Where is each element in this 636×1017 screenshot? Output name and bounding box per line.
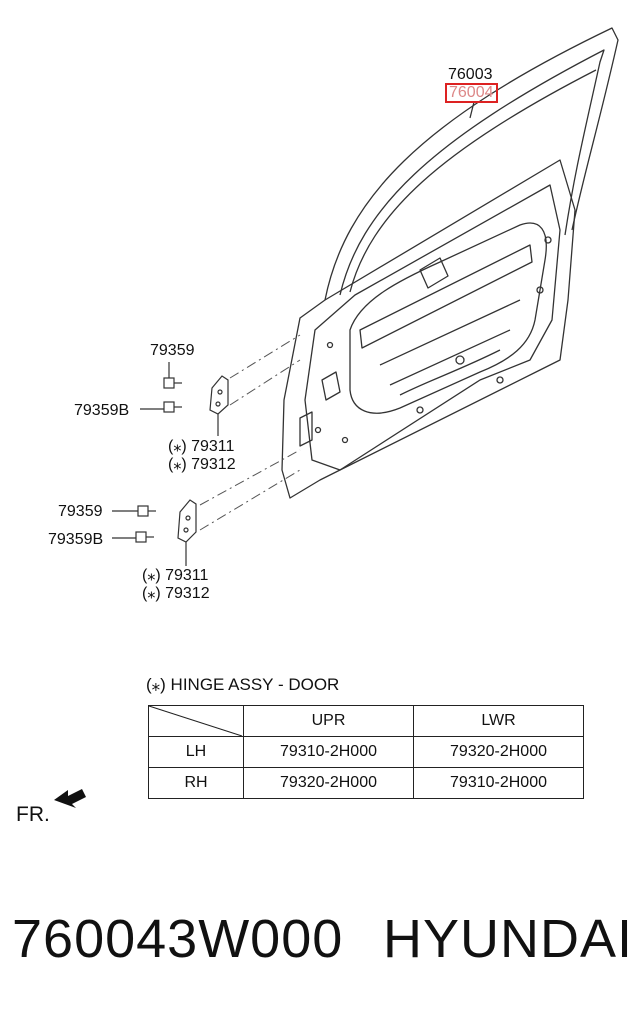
window-frame-outer <box>324 27 619 301</box>
upper-bolt-b <box>163 401 175 413</box>
callout-upper-bolt: 79359 <box>150 342 195 359</box>
lower-hinge <box>177 499 197 543</box>
upper-bolt <box>163 377 175 389</box>
upper-hinge <box>209 375 229 415</box>
brand-name: HYUNDAI <box>383 909 634 969</box>
inner-opening <box>349 222 547 414</box>
part-number: 760043W000 <box>12 909 344 969</box>
cell-rh-lwr: 79310-2H000 <box>413 767 584 799</box>
door-inner-panel <box>304 184 561 471</box>
row-side-lh: LH <box>148 736 244 768</box>
cell-lh-upr: 79310-2H000 <box>243 736 414 768</box>
callout-76004-highlighted: 76004 <box>445 83 498 103</box>
callout-lower-bolt: 79359 <box>58 503 103 520</box>
hinge-assy-table: UPR LWR LH 79310-2H000 79320-2H000 RH 79… <box>148 705 584 799</box>
column-header-lwr: LWR <box>413 705 584 737</box>
callout-lower-hinge-79312: (⁎) 79312 <box>142 585 210 602</box>
callout-upper-hinge-79312: (⁎) 79312 <box>168 456 236 473</box>
callout-lower-bolt-b: 79359B <box>48 531 104 548</box>
window-frame-inner <box>339 49 605 296</box>
callout-upper-hinge-79311: (⁎) 79311 <box>168 438 235 455</box>
cell-rh-upr: 79320-2H000 <box>243 767 414 799</box>
door-exploded-diagram <box>54 27 619 808</box>
table-row: LH 79310-2H000 79320-2H000 <box>148 736 584 768</box>
cell-lh-lwr: 79320-2H000 <box>413 736 584 768</box>
table-row: RH 79320-2H000 79310-2H000 <box>148 767 584 799</box>
lower-bolt <box>137 505 149 517</box>
callout-76003: 76003 <box>448 66 493 83</box>
front-arrow-icon <box>54 789 86 808</box>
table-corner-cell <box>148 705 244 737</box>
callout-lower-hinge-79311: (⁎) 79311 <box>142 567 209 584</box>
table-header-row: UPR LWR <box>148 705 584 737</box>
front-direction-label: FR. <box>16 803 50 826</box>
row-side-rh: RH <box>148 767 244 799</box>
hinge-table-title: (⁎) HINGE ASSY - DOOR <box>146 675 340 694</box>
impact-beam <box>359 244 533 349</box>
callout-upper-bolt-b: 79359B <box>74 402 130 419</box>
door-outer-skin <box>281 159 576 499</box>
column-header-upr: UPR <box>243 705 414 737</box>
lower-bolt-b <box>135 531 147 543</box>
